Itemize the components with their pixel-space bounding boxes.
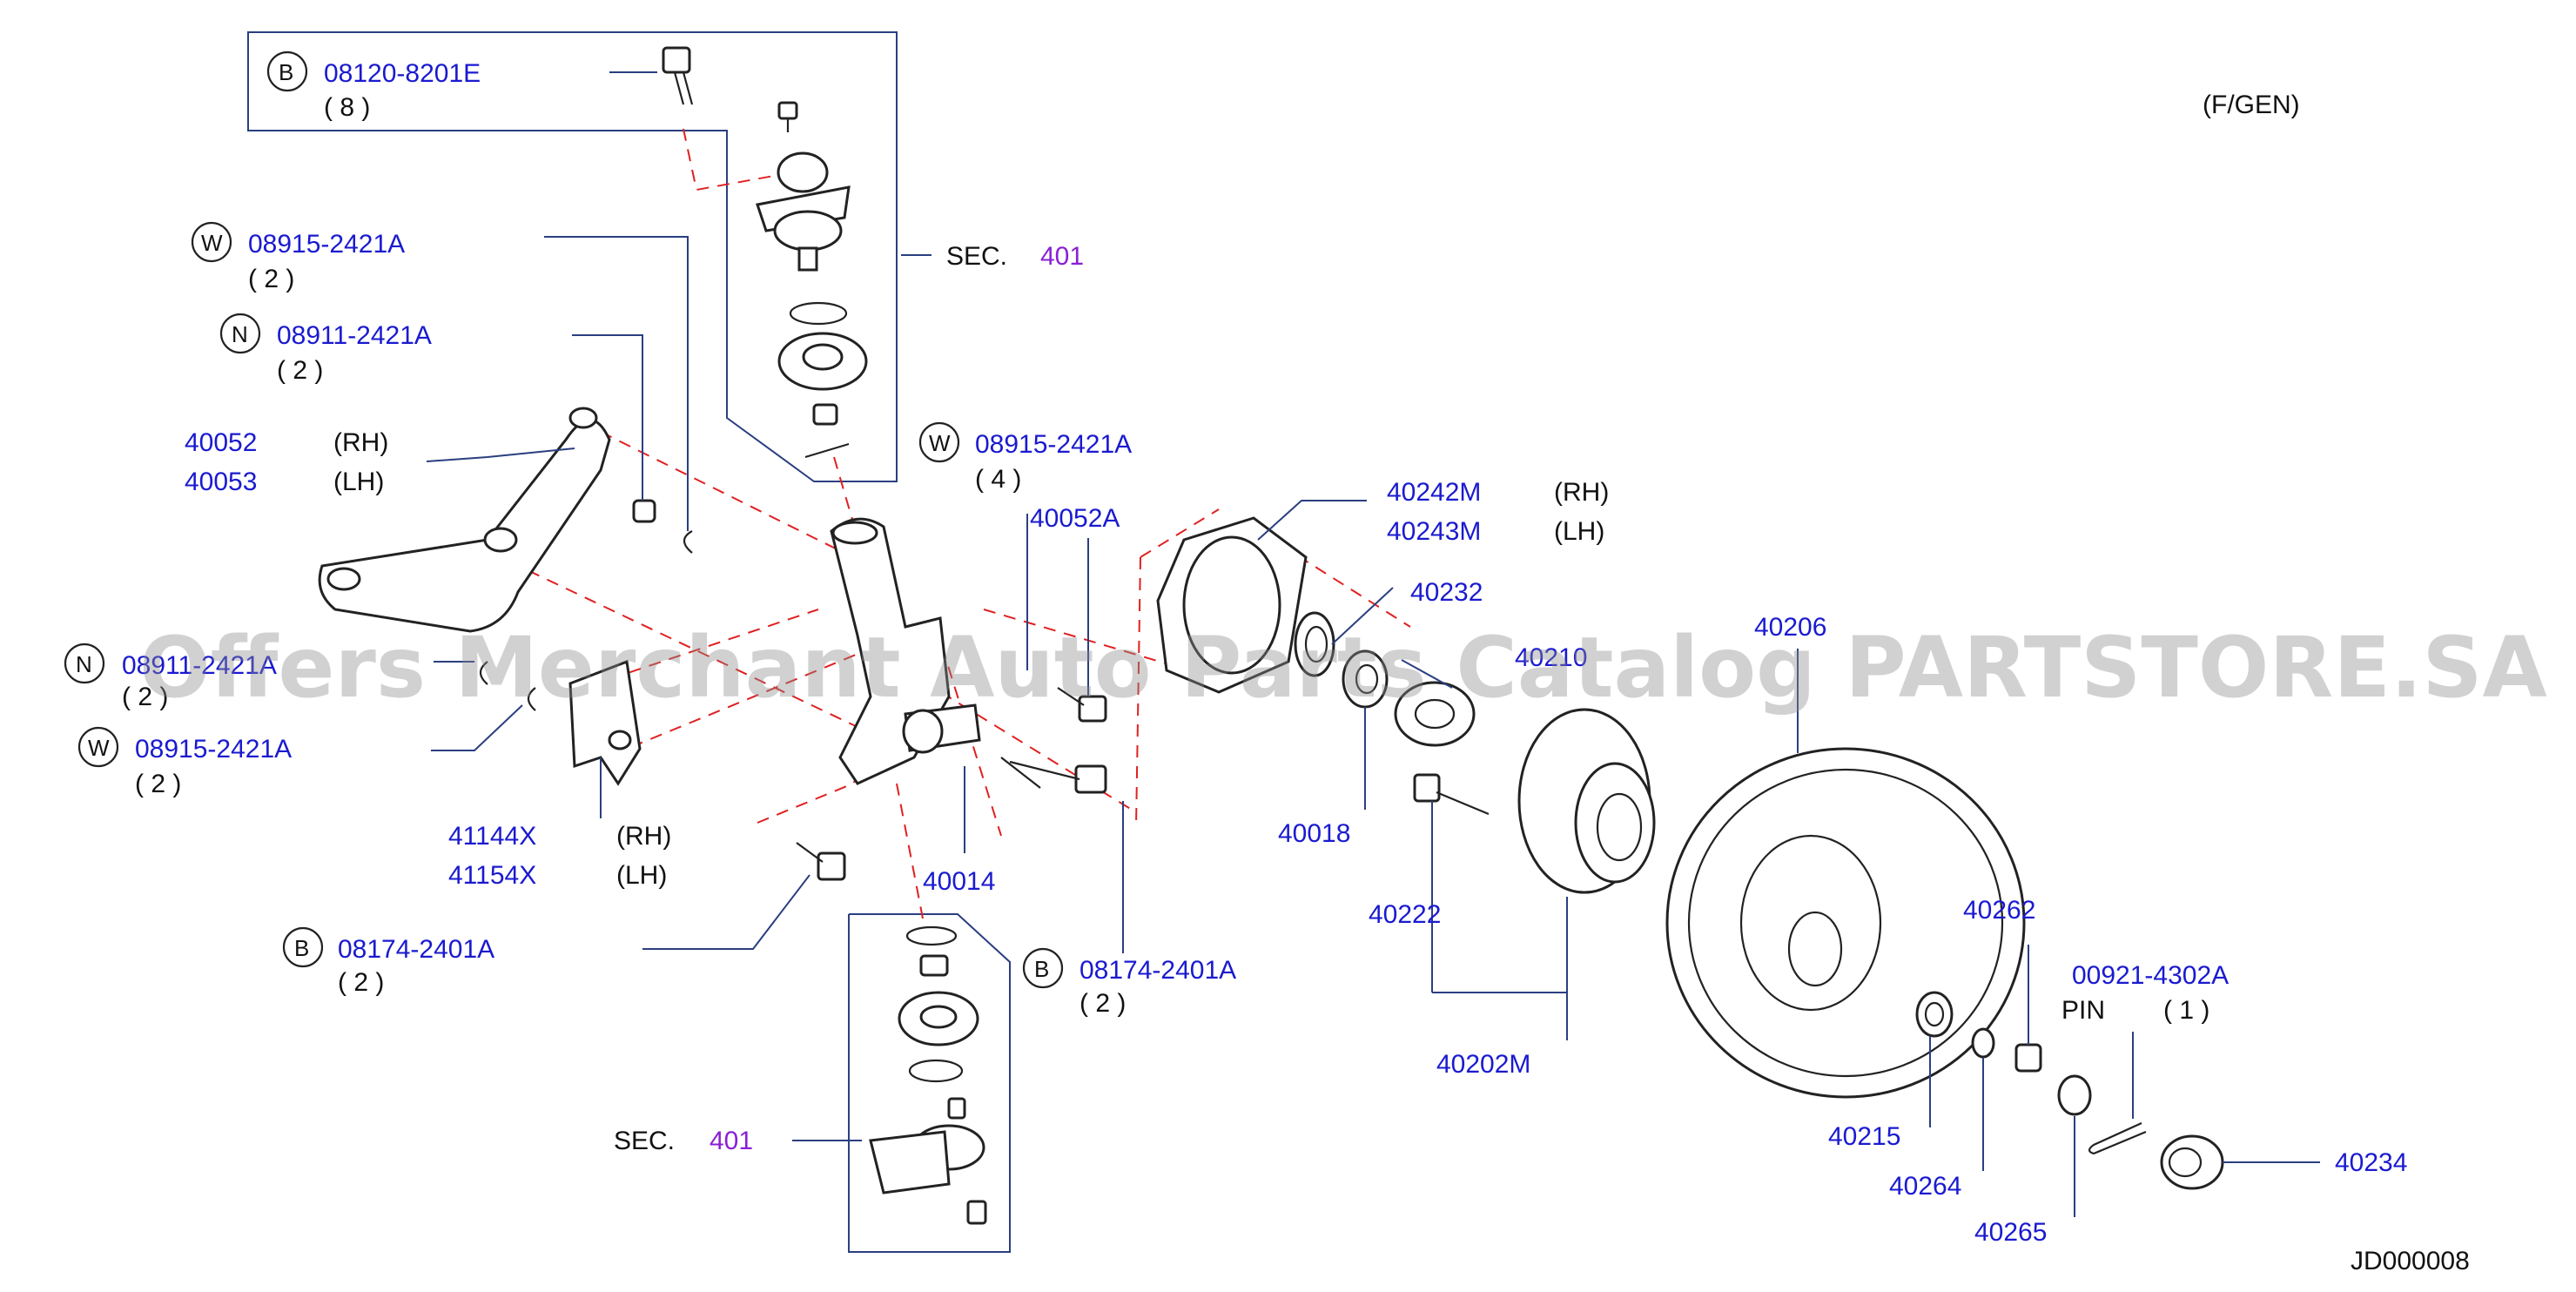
callout-08915-2421A-upper[interactable]: W 08915-2421A ( 2 ) (191, 221, 405, 293)
part-40206[interactable]: 40206 (1754, 613, 1826, 642)
part-40053-side: (LH) (333, 468, 384, 496)
part-40210[interactable]: 40210 (1515, 643, 1587, 672)
callout-08911-2421A-upper[interactable]: N 08911-2421A ( 2 ) (219, 313, 432, 385)
part-40234[interactable]: 40234 (2335, 1148, 2407, 1177)
callout-08174-2401A-left[interactable]: B 08174-2401A ( 2 ) (282, 926, 494, 997)
lower-section-box (848, 913, 1011, 1253)
section-number[interactable]: 401 (1040, 242, 1084, 271)
callout-badge: B (279, 59, 293, 85)
part-40215[interactable]: 40215 (1828, 1122, 1900, 1151)
callout-number[interactable]: 08174-2401A (1079, 956, 1236, 985)
part-41154X[interactable]: 41154X (448, 861, 536, 890)
upper-section-box (247, 31, 898, 482)
model-code: (F/GEN) (2203, 91, 2300, 119)
part-40242M[interactable]: 40242M (1387, 478, 1481, 507)
part-40202M[interactable]: 40202M (1436, 1050, 1530, 1079)
part-40232[interactable]: 40232 (1410, 578, 1483, 607)
callout-qty: ( 2 ) (122, 683, 168, 711)
callout-qty: ( 2 ) (338, 968, 384, 997)
callout-number[interactable]: 08911-2421A (277, 321, 432, 350)
part-40052-side: (RH) (333, 428, 388, 457)
callout-number[interactable]: 08915-2421A (975, 430, 1132, 459)
callout-badge: N (76, 651, 92, 677)
part-40052[interactable]: 40052 (185, 428, 257, 457)
part-40222[interactable]: 40222 (1369, 900, 1441, 929)
callout-number[interactable]: 08915-2421A (248, 230, 405, 259)
callout-number[interactable]: 08915-2421A (135, 735, 292, 764)
part-40264[interactable]: 40264 (1889, 1172, 1961, 1201)
callout-badge: B (294, 935, 309, 961)
part-41144X-side: (RH) (616, 822, 671, 851)
watermark: Offers Merchant Auto Parts Catalog PARTS… (139, 619, 2547, 717)
leader-lines (426, 71, 2320, 1217)
section-ref-lower[interactable]: SEC. 401 (614, 1127, 753, 1155)
section-prefix: SEC. (614, 1127, 675, 1155)
part-40243M[interactable]: 40243M (1387, 517, 1481, 546)
callout-qty: ( 2 ) (135, 770, 181, 798)
part-40052A[interactable]: 40052A (1030, 504, 1120, 533)
part-00921-4302A[interactable]: 00921-4302A (2072, 961, 2229, 990)
part-40243M-side: (LH) (1554, 517, 1604, 546)
part-41144X[interactable]: 41144X (448, 822, 536, 851)
callout-qty: ( 2 ) (277, 356, 323, 385)
callout-badge: W (201, 230, 223, 256)
callout-08911-2421A-lower[interactable]: N 08911-2421A ( 2 ) (64, 643, 277, 711)
pin-qty: ( 1 ) (2163, 996, 2209, 1025)
part-40018[interactable]: 40018 (1278, 819, 1350, 848)
callout-number[interactable]: 08911-2421A (122, 651, 277, 680)
callout-qty: ( 8 ) (324, 93, 370, 122)
part-shapes (318, 46, 2224, 1225)
callout-08120-8201E[interactable]: B 08120-8201E ( 8 ) (266, 50, 481, 122)
part-40242M-side: (RH) (1554, 478, 1609, 507)
part-40014[interactable]: 40014 (923, 867, 995, 896)
callout-badge: N (232, 321, 248, 347)
callout-badge: B (1034, 956, 1049, 982)
callout-qty: ( 2 ) (1079, 989, 1126, 1018)
pin-label: PIN (2061, 996, 2105, 1025)
part-40053[interactable]: 40053 (185, 468, 257, 496)
callout-badge: W (88, 735, 110, 761)
callout-08915-2421A-knuckle[interactable]: W 08915-2421A ( 4 ) (918, 421, 1132, 494)
callout-qty: ( 4 ) (975, 465, 1021, 494)
section-prefix: SEC. (946, 242, 1007, 271)
callout-badge: W (929, 430, 951, 456)
callout-number[interactable]: 08120-8201E (324, 59, 481, 88)
callout-number[interactable]: 08174-2401A (338, 935, 494, 964)
callout-qty: ( 2 ) (248, 265, 294, 293)
section-ref-upper[interactable]: SEC. 401 (946, 242, 1084, 271)
part-40265[interactable]: 40265 (1974, 1218, 2047, 1247)
callout-08174-2401A-right[interactable]: B 08174-2401A ( 2 ) (1022, 947, 1236, 1018)
diagram-id: JD000008 (2351, 1247, 2470, 1275)
part-40262[interactable]: 40262 (1963, 896, 2035, 925)
section-number[interactable]: 401 (710, 1127, 753, 1155)
callout-08915-2421A-lower[interactable]: W 08915-2421A ( 2 ) (77, 726, 292, 798)
part-41154X-side: (LH) (616, 861, 667, 890)
